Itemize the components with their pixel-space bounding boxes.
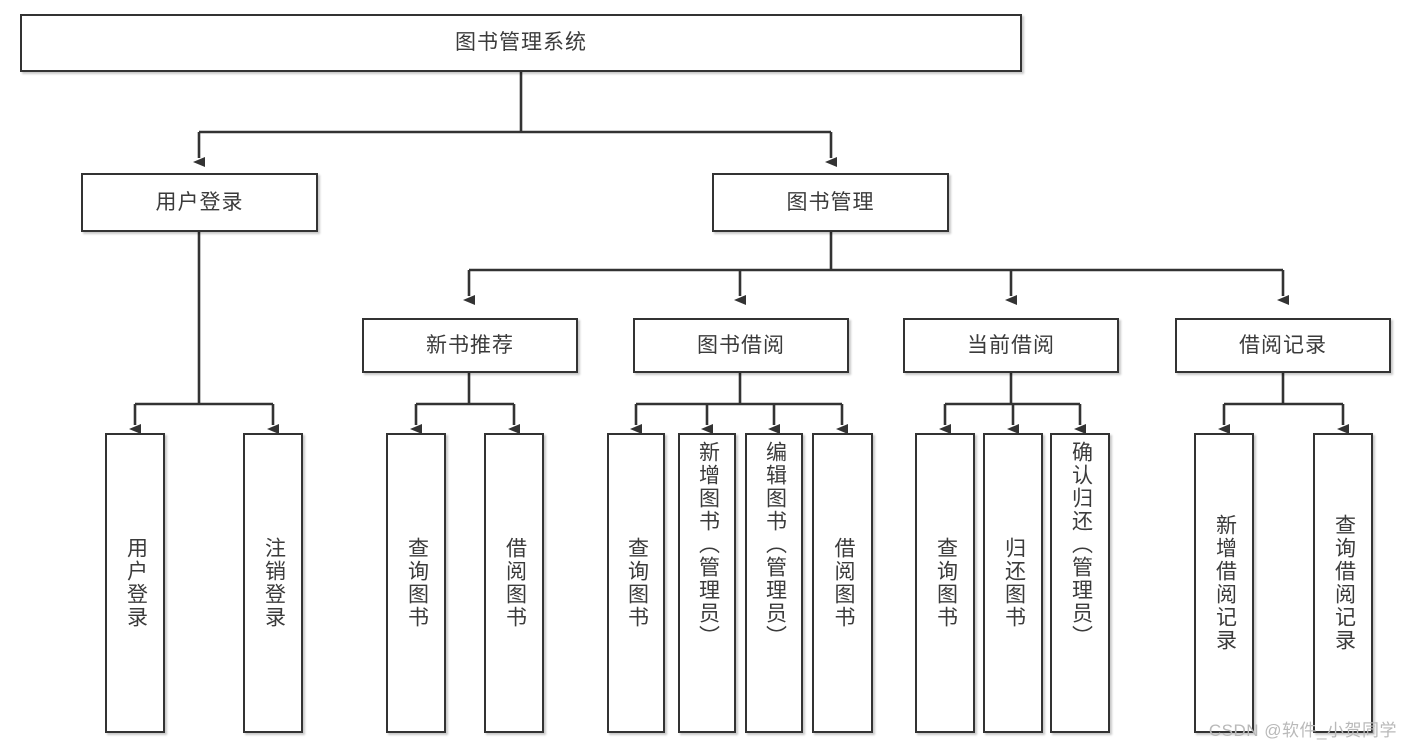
leaf-query-borrow-record-label: 查询借阅记录 xyxy=(1332,514,1356,652)
leaf-query-book-borrow[interactable]: 查询图书 xyxy=(607,433,665,733)
node-borrow-record[interactable]: 借阅记录 xyxy=(1175,318,1391,373)
node-borrow-record-label: 借阅记录 xyxy=(1239,333,1327,357)
node-book-manage[interactable]: 图书管理 xyxy=(712,173,949,232)
leaf-add-book-admin[interactable]: 新增图书（管理员） xyxy=(678,433,736,733)
node-root-label: 图书管理系统 xyxy=(455,31,587,55)
node-new-book-recommend[interactable]: 新书推荐 xyxy=(362,318,578,373)
watermark-text: CSDN @软件_小贺同学 xyxy=(1208,721,1397,740)
leaf-query-book-borrow-label: 查询图书 xyxy=(625,537,649,629)
node-book-manage-label: 图书管理 xyxy=(786,190,875,214)
leaf-user-login-label: 用户登录 xyxy=(124,537,148,629)
leaf-add-book-admin-label: 新增图书（管理员） xyxy=(696,441,720,648)
leaf-query-borrow-record[interactable]: 查询借阅记录 xyxy=(1313,433,1373,733)
node-new-book-recommend-label: 新书推荐 xyxy=(426,333,514,357)
leaf-return-book[interactable]: 归还图书 xyxy=(983,433,1043,733)
node-root[interactable]: 图书管理系统 xyxy=(20,14,1022,72)
leaf-logout[interactable]: 注销登录 xyxy=(243,433,303,733)
leaf-query-book-recommend-label: 查询图书 xyxy=(405,537,429,629)
node-book-borrow-label: 图书借阅 xyxy=(697,333,785,357)
node-user-login-label: 用户登录 xyxy=(155,190,244,214)
node-current-borrow[interactable]: 当前借阅 xyxy=(903,318,1119,373)
leaf-borrow-book-borrow[interactable]: 借阅图书 xyxy=(812,433,873,733)
leaf-logout-label: 注销登录 xyxy=(262,537,286,629)
leaf-edit-book-admin-label: 编辑图书（管理员） xyxy=(763,441,787,648)
leaf-confirm-return-admin[interactable]: 确认归还（管理员） xyxy=(1050,433,1110,733)
leaf-return-book-label: 归还图书 xyxy=(1002,537,1026,629)
node-current-borrow-label: 当前借阅 xyxy=(967,333,1055,357)
leaf-add-borrow-record[interactable]: 新增借阅记录 xyxy=(1194,433,1254,733)
leaf-query-book-recommend[interactable]: 查询图书 xyxy=(386,433,446,733)
leaf-borrow-book-recommend-label: 借阅图书 xyxy=(503,537,527,629)
leaf-borrow-book-recommend[interactable]: 借阅图书 xyxy=(484,433,544,733)
node-user-login[interactable]: 用户登录 xyxy=(81,173,318,232)
leaf-add-borrow-record-label: 新增借阅记录 xyxy=(1213,514,1237,652)
node-book-borrow[interactable]: 图书借阅 xyxy=(633,318,849,373)
leaf-confirm-return-admin-label: 确认归还（管理员） xyxy=(1069,441,1093,648)
leaf-borrow-book-borrow-label: 借阅图书 xyxy=(831,537,855,629)
leaf-edit-book-admin[interactable]: 编辑图书（管理员） xyxy=(745,433,803,733)
leaf-query-book-current-label: 查询图书 xyxy=(934,537,958,629)
leaf-query-book-current[interactable]: 查询图书 xyxy=(915,433,975,733)
leaf-user-login[interactable]: 用户登录 xyxy=(105,433,165,733)
